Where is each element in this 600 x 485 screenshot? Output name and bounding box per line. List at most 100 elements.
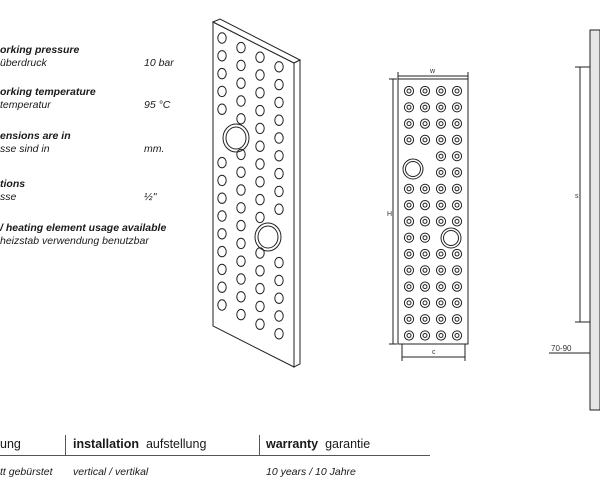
- iso-hole: [255, 282, 265, 295]
- table-header-de: garantie: [325, 437, 371, 451]
- front-hole: [451, 216, 463, 227]
- front-hole: [419, 200, 431, 211]
- table-separator: [259, 435, 260, 455]
- iso-hole: [217, 174, 227, 187]
- iso-connection-hole-upper: [222, 123, 250, 153]
- front-hole: [403, 134, 415, 145]
- front-hole-inner: [438, 153, 444, 159]
- front-hole-inner: [406, 104, 412, 110]
- front-hole-inner: [422, 267, 428, 273]
- front-hole: [419, 134, 431, 145]
- dim-label-wall: 70-90: [551, 344, 572, 353]
- front-hole-inner: [454, 170, 460, 175]
- front-hole-inner: [406, 300, 412, 306]
- iso-hole: [274, 167, 284, 180]
- iso-hole: [217, 50, 227, 62]
- front-hole: [435, 85, 447, 97]
- front-hole-inner: [406, 186, 412, 192]
- iso-hole: [217, 281, 227, 293]
- spec-label-de: heizstab verwendung benutzbar: [0, 235, 149, 247]
- front-hole: [435, 248, 447, 260]
- front-connection-upper: [402, 158, 424, 180]
- iso-hole: [236, 95, 246, 107]
- front-hole: [451, 281, 463, 292]
- front-hole-inner: [406, 218, 412, 224]
- front-hole: [435, 167, 447, 178]
- front-hole-inner: [454, 251, 460, 257]
- front-hole: [419, 297, 431, 308]
- iso-hole: [255, 318, 265, 330]
- iso-hole: [217, 32, 227, 44]
- front-hole-inner: [422, 218, 428, 224]
- front-hole-inner: [454, 186, 460, 192]
- front-hole-inner: [438, 251, 444, 257]
- spec-label-de: überdruck: [0, 57, 47, 69]
- front-hole-inner: [422, 235, 428, 241]
- front-hole-inner: [406, 202, 412, 208]
- spec-label-de: temperatur: [0, 99, 51, 111]
- iso-hole: [236, 202, 246, 214]
- front-hole-inner: [406, 333, 412, 338]
- table-header-en: installation: [73, 437, 139, 451]
- front-hole-inner: [438, 104, 444, 110]
- front-hole-inner: [454, 316, 460, 322]
- iso-hole: [236, 59, 246, 72]
- iso-hole: [236, 237, 246, 250]
- front-hole: [435, 118, 447, 129]
- front-hole: [403, 297, 415, 308]
- table-rule: [0, 455, 430, 456]
- front-hole-inner: [454, 88, 460, 94]
- iso-hole: [236, 219, 246, 232]
- iso-hole: [274, 150, 284, 162]
- spec-value: ½": [144, 191, 157, 203]
- front-hole-inner: [454, 333, 460, 338]
- radiator-front-view: [389, 72, 469, 361]
- front-hole: [451, 102, 463, 113]
- spec-working-temperature: orking temperature temperatur: [0, 86, 96, 112]
- iso-hole: [274, 132, 284, 144]
- front-hole-inner: [454, 121, 460, 127]
- front-hole: [419, 216, 431, 227]
- front-hole-inner: [406, 267, 412, 273]
- front-hole-inner: [438, 267, 444, 273]
- front-hole: [419, 330, 431, 341]
- spec-value: 10 bar: [144, 57, 174, 69]
- front-hole: [419, 314, 431, 325]
- radiator-isometric: [211, 18, 302, 368]
- spec-working-pressure: orking pressure überdruck: [0, 44, 79, 70]
- front-connection-upper-inner: [405, 161, 421, 177]
- iso-hole: [217, 192, 227, 204]
- front-hole-inner: [438, 333, 444, 338]
- front-hole-inner: [422, 121, 428, 127]
- iso-hole: [217, 67, 227, 80]
- front-hole: [451, 134, 463, 145]
- front-hole-inner: [438, 137, 444, 143]
- iso-hole: [255, 265, 265, 277]
- front-hole: [451, 248, 463, 260]
- front-hole: [403, 265, 415, 276]
- iso-connection-hole-lower: [254, 222, 282, 252]
- front-hole: [403, 200, 415, 211]
- iso-connection-hole-upper-inner: [225, 126, 247, 150]
- iso-hole: [255, 140, 265, 152]
- iso-hole: [274, 78, 284, 91]
- front-hole: [419, 248, 431, 260]
- front-hole-inner: [406, 284, 412, 290]
- iso-hole: [217, 245, 227, 258]
- table-header-de: ung: [0, 437, 21, 451]
- spec-label-de: sse: [0, 191, 17, 203]
- iso-hole: [274, 292, 284, 304]
- front-hole-inner: [406, 88, 412, 94]
- spec-label-en: tions: [0, 178, 26, 190]
- spec-connections: tions sse: [0, 178, 25, 204]
- front-hole: [451, 118, 463, 129]
- front-hole: [435, 265, 447, 276]
- iso-hole: [274, 61, 284, 73]
- spec-label-en: ensions are in: [0, 130, 71, 142]
- iso-hole: [217, 299, 227, 311]
- front-hole-inner: [406, 251, 412, 257]
- spec-value: mm.: [144, 143, 165, 155]
- iso-hole: [236, 166, 246, 178]
- dim-label-h: H: [387, 211, 392, 218]
